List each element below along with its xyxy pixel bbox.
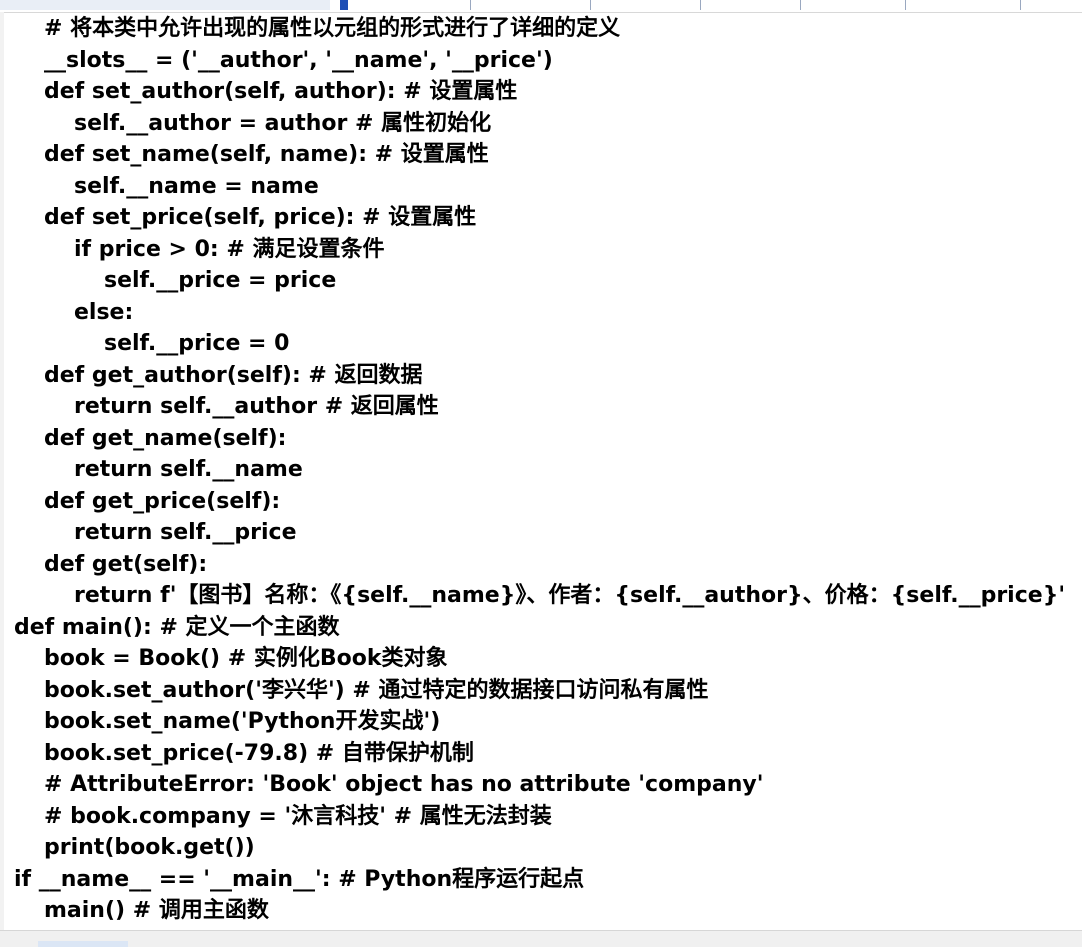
code-line: self.__price = 0 xyxy=(104,331,290,356)
toolbar-divider xyxy=(905,0,906,10)
code-line: def set_name(self, name): # 设置属性 xyxy=(44,142,489,167)
code-line: return self.__price xyxy=(74,520,297,545)
code-line: book.set_name('Python开发实战') xyxy=(44,709,441,734)
code-line: def main(): # 定义一个主函数 xyxy=(14,614,340,640)
code-line: # 将本类中允许出现的属性以元组的形式进行了详细的定义 xyxy=(44,16,621,41)
code-line: # book.company = '沐言科技' # 属性无法封装 xyxy=(44,803,552,829)
toolbar-divider xyxy=(700,0,701,10)
toolbar-divider xyxy=(590,0,591,10)
scrollbar-thumb[interactable] xyxy=(38,941,128,947)
toolbar-segment xyxy=(0,0,330,10)
code-line: main() # 调用主函数 xyxy=(44,898,269,923)
top-toolbar-strip xyxy=(0,0,1082,13)
code-line: book.set_price(-79.8) # 自带保护机制 xyxy=(44,740,474,766)
code-line: def set_author(self, author): # 设置属性 xyxy=(44,79,518,104)
code-line: if __name__ == '__main__': # Python程序运行起… xyxy=(14,866,585,892)
code-line: return self.__name xyxy=(74,457,303,482)
toolbar-accent xyxy=(340,0,348,10)
code-line: return f'【图书】名称：《{self.__name}》、作者：{self… xyxy=(74,583,1066,608)
code-line: if price > 0: # 满足设置条件 xyxy=(74,236,385,262)
code-line: book.set_author('李兴华') # 通过特定的数据接口访问私有属性 xyxy=(44,677,709,703)
code-line: self.__price = price xyxy=(104,268,337,293)
code-block: # 将本类中允许出现的属性以元组的形式进行了详细的定义 __slots__ = (… xyxy=(14,13,1065,927)
code-line: self.__name = name xyxy=(74,173,319,199)
code-line: def set_price(self, price): # 设置属性 xyxy=(44,205,477,230)
toolbar-divider xyxy=(470,0,471,10)
code-line: def get_price(self): xyxy=(44,488,281,514)
horizontal-scrollbar[interactable] xyxy=(0,930,1082,947)
code-line: print(book.get()) xyxy=(44,835,255,860)
code-line: def get(self): xyxy=(44,551,208,577)
code-line: def get_name(self): xyxy=(44,425,287,451)
toolbar-divider xyxy=(800,0,801,10)
code-line: book = Book() # 实例化Book类对象 xyxy=(44,646,448,671)
toolbar-divider xyxy=(1020,0,1021,10)
code-line: self.__author = author # 属性初始化 xyxy=(74,110,492,136)
code-line: # AttributeError: 'Book' object has no a… xyxy=(44,772,764,797)
code-line: else: xyxy=(74,299,134,325)
left-margin-gutter xyxy=(0,12,4,932)
code-line: return self.__author # 返回属性 xyxy=(74,394,439,419)
code-line: def get_author(self): # 返回数据 xyxy=(44,362,423,388)
code-line: __slots__ = ('__author', '__name', '__pr… xyxy=(44,47,553,73)
